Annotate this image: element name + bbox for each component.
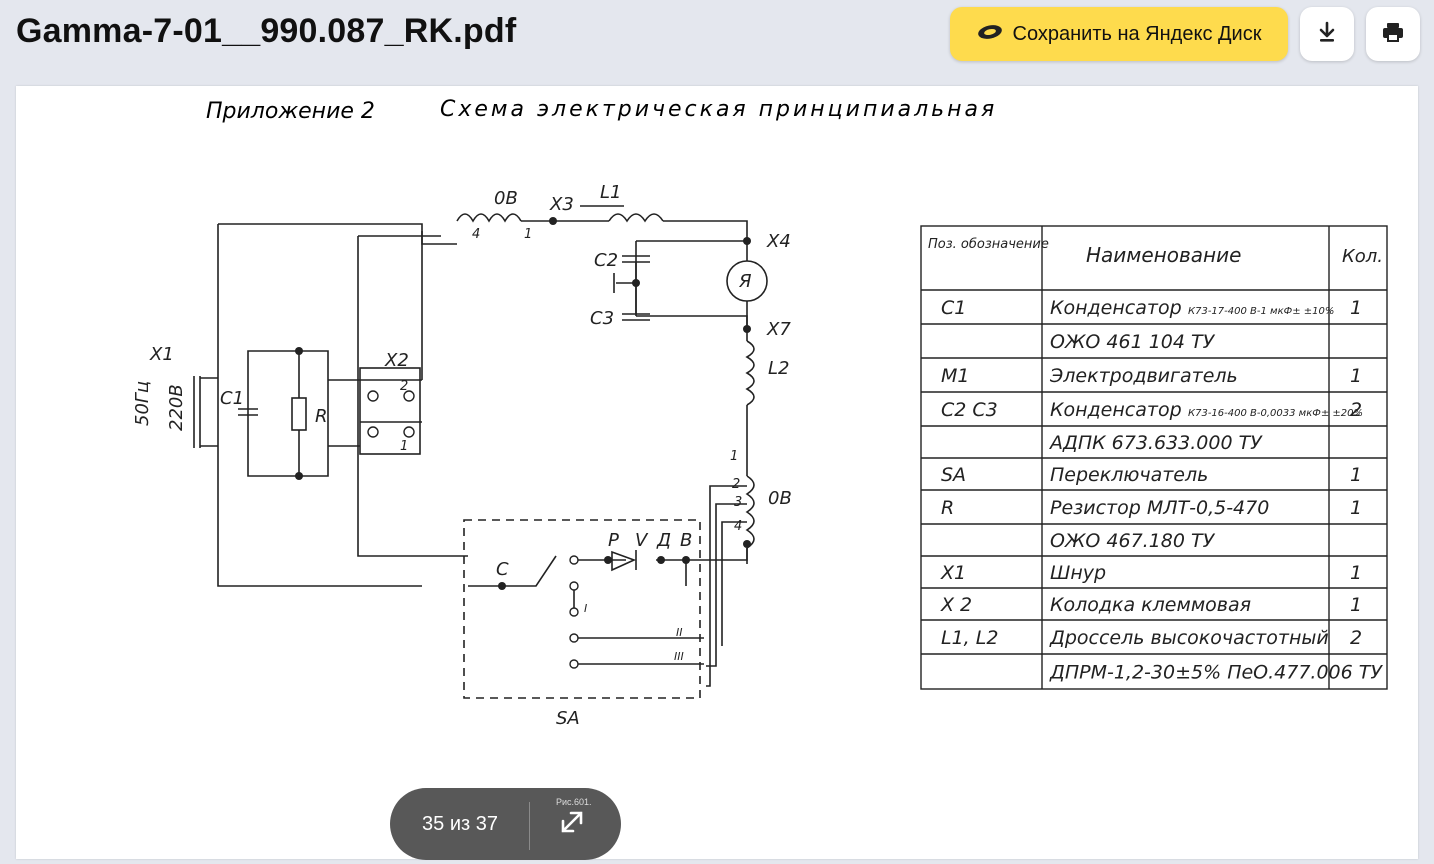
table-cell-pos: X 2 <box>940 594 972 616</box>
save-to-yandex-disk-button[interactable]: Сохранить на Яндекс Диск <box>950 7 1288 61</box>
b-label: В <box>680 530 692 551</box>
table-cell-pos: M1 <box>941 365 969 387</box>
document-page: Приложение 2 Схема электрическая принцип… <box>16 86 1418 859</box>
pin3-label: 3 <box>734 495 742 510</box>
c1-label: C1 <box>220 388 244 409</box>
schematic-title: Схема электрическая принципиальная <box>440 97 997 122</box>
pin2-label: 2 <box>732 477 740 492</box>
hz-label: 50Гц <box>132 381 153 426</box>
pager-divider <box>529 802 530 850</box>
table-cell-name: Конденсатор <box>1050 297 1182 319</box>
print-icon <box>1382 21 1404 48</box>
table-cell-qty: 1 <box>1350 365 1362 387</box>
ob-right-label: 0В <box>768 488 792 509</box>
table-cell-name: ОЖО 467.180 ТУ <box>1050 530 1216 552</box>
expand-icon <box>559 809 585 840</box>
sa-label: SA <box>556 708 580 729</box>
sw-iii-label: III <box>674 650 684 663</box>
c2-label: C2 <box>594 250 618 271</box>
pin4-label: 4 <box>734 519 742 534</box>
table-cell-name: Переключатель <box>1050 464 1208 486</box>
appendix-label: Приложение 2 <box>206 99 375 124</box>
download-button[interactable] <box>1300 7 1354 61</box>
top-bar: Gamma-7-01__990.087_RK.pdf Сохранить на … <box>0 0 1434 86</box>
ob-top-label: 0В <box>494 188 518 209</box>
l1-label: L1 <box>600 182 621 203</box>
table-cell-pos: R <box>941 497 954 519</box>
table-cell-pos: X1 <box>940 562 966 584</box>
sw-ii-label: II <box>676 626 683 639</box>
document-title: Gamma-7-01__990.087_RK.pdf <box>16 12 517 50</box>
x7-label: X7 <box>766 319 791 340</box>
motor-label: Я <box>738 271 752 292</box>
volt-label: 220В <box>166 384 187 431</box>
print-button[interactable] <box>1366 7 1420 61</box>
table-cell-qty: 2 <box>1350 399 1362 421</box>
table-cell-name: Электродвигатель <box>1049 365 1238 387</box>
table-cell-qty: 1 <box>1350 594 1362 616</box>
table-cell-name: ДПРМ-1,2-30±5% ПеО.477.006 ТУ <box>1049 662 1383 684</box>
d-label: Д <box>656 530 671 551</box>
table-cell-note: К73-16-400 В-0,0033 мкФ± ±20% <box>1188 408 1363 419</box>
table-cell-name: Колодка клеммовая <box>1050 594 1251 616</box>
table-cell-qty: 1 <box>1350 464 1362 486</box>
x3-label: X3 <box>549 194 574 215</box>
page-counter: 35 из 37 <box>422 813 498 835</box>
fullscreen-button[interactable] <box>540 804 604 844</box>
download-icon <box>1317 21 1337 48</box>
x2-pin2-label: 2 <box>400 379 408 394</box>
page-navigator: 35 из 37 Рис.601. <box>390 788 621 860</box>
x1-label: X1 <box>149 344 174 365</box>
table-cell-qty: 1 <box>1350 497 1362 519</box>
table-cell-pos: C1 <box>941 297 966 319</box>
ob-top-pin1: 1 <box>524 227 532 242</box>
table-cell-qty: 1 <box>1350 297 1362 319</box>
sw-i-label: I <box>584 602 587 615</box>
x2-label: X2 <box>384 350 409 371</box>
r-label: R <box>315 406 328 427</box>
table-header-pos: Поз. обозначение <box>928 237 1049 252</box>
table-cell-pos: SA <box>941 464 966 486</box>
table-cell-name: Дроссель высокочастотный <box>1049 627 1329 649</box>
table-cell-name: АДПК 673.633.000 ТУ <box>1048 432 1263 454</box>
c3-label: C3 <box>590 308 614 329</box>
yandex-disk-icon <box>977 23 1003 46</box>
table-cell-name: Шнур <box>1050 562 1106 584</box>
pin1-label: 1 <box>730 449 738 464</box>
figure-label: Рис.601. <box>556 797 592 807</box>
p-label: Р <box>608 530 619 551</box>
schematic-drawing: Приложение 2 Схема электрическая принцип… <box>132 97 1388 729</box>
table-cell-name: ОЖО 461 104 ТУ <box>1050 331 1216 353</box>
table-cell-pos: L1, L2 <box>941 627 998 649</box>
v-label: V <box>635 530 649 551</box>
x4-label: X4 <box>766 231 791 252</box>
table-header-qty: Кол. <box>1342 246 1383 267</box>
table-cell-qty: 2 <box>1350 627 1362 649</box>
table-cell-qty: 1 <box>1350 562 1362 584</box>
table-cell-pos: C2 C3 <box>941 399 998 421</box>
x2-pin1-label: 1 <box>400 439 408 454</box>
table-cell-note: К73-17-400 В-1 мкФ± ±10% <box>1188 306 1334 317</box>
table-cell-name: Конденсатор <box>1050 399 1182 421</box>
table-header-name: Наименование <box>1086 243 1241 267</box>
ob-top-pin4: 4 <box>472 227 480 242</box>
l2-label: L2 <box>768 358 789 379</box>
switch-c-label: С <box>496 559 509 580</box>
save-button-label: Сохранить на Яндекс Диск <box>1012 22 1262 45</box>
table-cell-name: Резистор МЛТ-0,5-470 <box>1050 497 1269 519</box>
